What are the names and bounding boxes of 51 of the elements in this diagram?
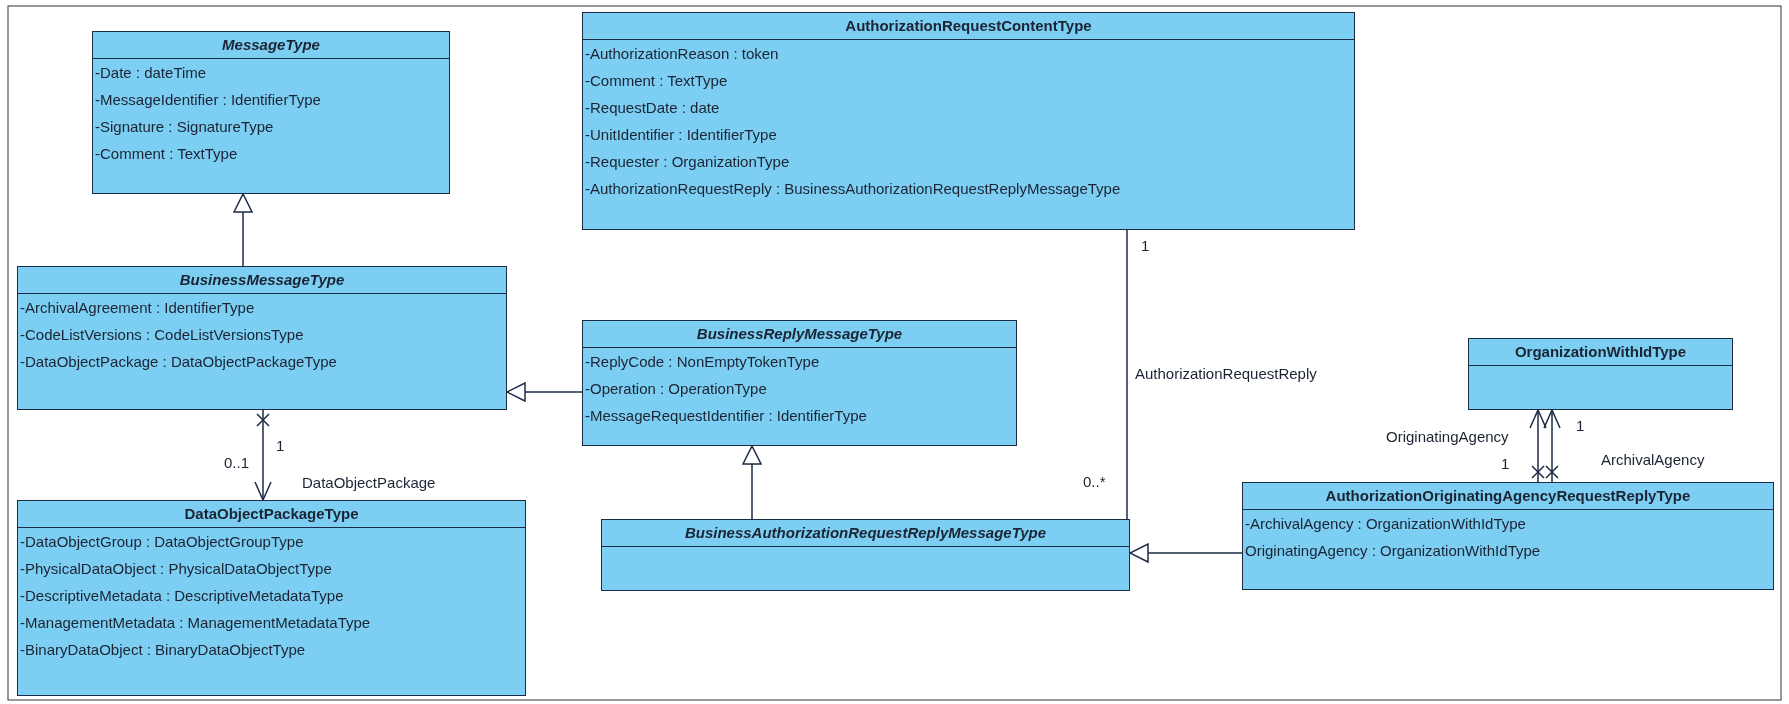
attribute-text: -ReplyCode : NonEmptyTokenType xyxy=(584,352,821,372)
attribute-text: -AuthorizationRequestReply : BusinessAuthorizationRequestReplyMessageType xyxy=(584,179,1122,199)
class-box xyxy=(17,266,507,410)
class-box xyxy=(92,31,450,194)
class-box xyxy=(582,320,1017,446)
class-name: BusinessAuthorizationRequestReplyMessageType xyxy=(602,520,1129,547)
attribute-text: -ManagementMetadata : ManagementMetadataType xyxy=(19,613,372,633)
generalization-arrow xyxy=(233,193,253,267)
class-name: AuthorizationRequestContentType xyxy=(583,13,1354,40)
attribute-text: -UnitIdentifier : IdentifierType xyxy=(584,125,778,145)
class-name: DataObjectPackageType xyxy=(18,501,525,528)
attribute-text: -CodeListVersions : CodeListVersionsType xyxy=(19,325,305,345)
attribute-text: -ArchivalAgreement : IdentifierType xyxy=(19,298,256,318)
class-box xyxy=(601,519,1130,591)
attribute-text: -RequestDate : date xyxy=(584,98,721,118)
class-box xyxy=(582,12,1355,230)
generalization-arrow xyxy=(506,382,583,402)
attribute-text: -Requester : OrganizationType xyxy=(584,152,791,172)
class-name: AuthorizationOriginatingAgencyRequestReplyType xyxy=(1243,483,1773,510)
attribute-text: -AuthorizationReason : token xyxy=(584,44,780,64)
attribute-text: -PhysicalDataObject : PhysicalDataObjectType xyxy=(19,559,333,579)
attribute-text: OriginatingAgency : OrganizationWithIdType xyxy=(1244,541,1542,561)
class-name: BusinessMessageType xyxy=(18,267,506,294)
generalization-arrow xyxy=(1129,543,1243,563)
association-arrow xyxy=(1543,409,1561,483)
attribute-text: -MessageIdentifier : IdentifierType xyxy=(94,90,322,110)
attribute-text: -Comment : TextType xyxy=(584,71,729,91)
attribute-text: -DataObjectPackage : DataObjectPackageType xyxy=(19,352,338,372)
attribute-text: -MessageRequestIdentifier : IdentifierType xyxy=(584,406,868,426)
attribute-text: -BinaryDataObject : BinaryDataObjectType xyxy=(19,640,307,660)
association-arrow xyxy=(1529,409,1547,483)
edge-label: AuthorizationRequestReply xyxy=(1134,365,1318,383)
class-box xyxy=(1242,482,1774,590)
attribute-text: -DataObjectGroup : DataObjectGroupType xyxy=(19,532,305,552)
edge-label: DataObjectPackage xyxy=(301,474,437,492)
class-name: MessageType xyxy=(93,32,449,59)
attribute-text: -Operation : OperationType xyxy=(584,379,768,399)
attribute-text: -Signature : SignatureType xyxy=(94,117,275,137)
attribute-text: -DescriptiveMetadata : DescriptiveMetadataType xyxy=(19,586,345,606)
attribute-text: -Comment : TextType xyxy=(94,144,239,164)
class-name: BusinessReplyMessageType xyxy=(583,321,1016,348)
class-name: OrganizationWithIdType xyxy=(1469,339,1732,366)
attribute-text: -ArchivalAgency : OrganizationWithIdType xyxy=(1244,514,1527,534)
attribute-text: -Date : dateTime xyxy=(94,63,208,83)
association-line xyxy=(1126,229,1128,520)
edge-label: ArchivalAgency xyxy=(1600,451,1706,469)
generalization-arrow xyxy=(742,445,762,520)
edge-label: OriginatingAgency xyxy=(1385,428,1510,446)
class-box xyxy=(1468,338,1733,410)
association-arrow xyxy=(254,409,272,501)
class-box xyxy=(17,500,526,696)
